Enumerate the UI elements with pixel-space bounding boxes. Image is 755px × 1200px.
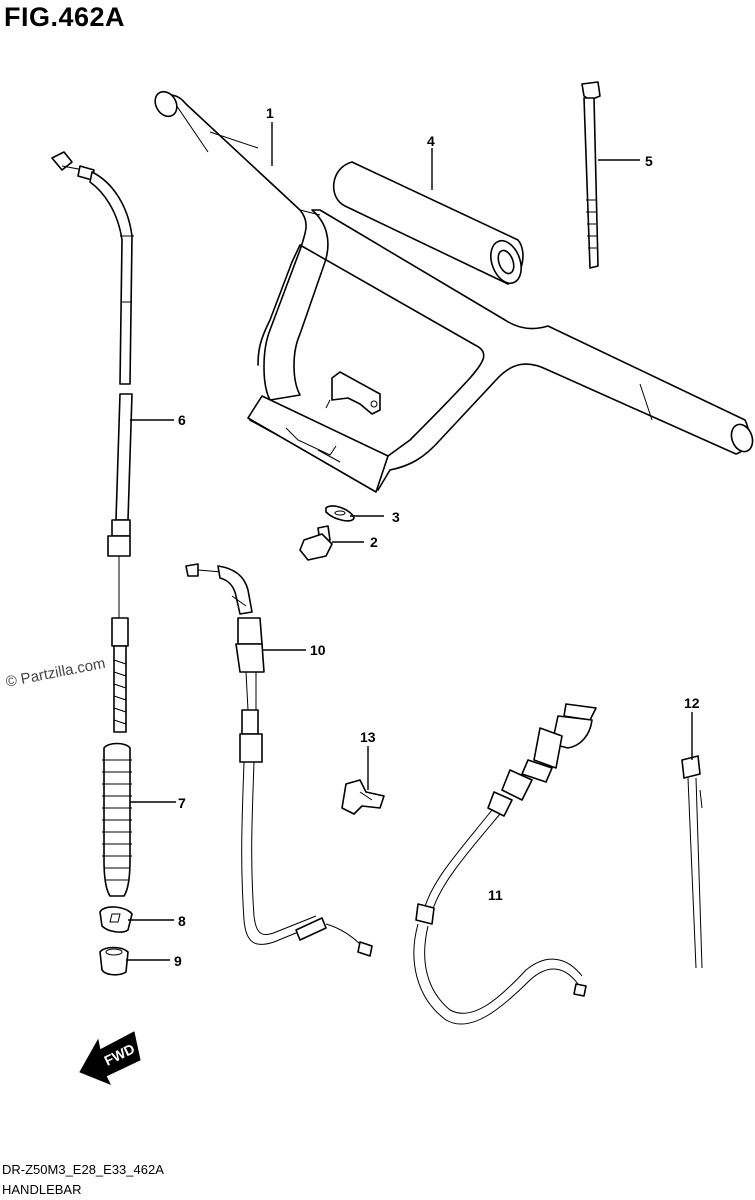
callout-1: 1 (266, 105, 274, 121)
callout-7: 7 (178, 795, 186, 811)
cable-6-part (51, 151, 134, 733)
fwd-arrow-icon: FWD (79, 1031, 141, 1085)
fitting-9-part (99, 946, 129, 976)
handlebar-part (154, 90, 754, 493)
callout-4: 4 (427, 133, 435, 149)
leader-lines (126, 122, 693, 961)
callout-6: 6 (178, 412, 186, 428)
rubber-boot-part (102, 742, 132, 897)
callout-13: 13 (360, 729, 376, 745)
callout-8: 8 (178, 913, 186, 929)
bolt-part (299, 525, 333, 561)
callout-2: 2 (370, 534, 378, 550)
figure-title: FIG.462A (4, 2, 126, 32)
callout-9: 9 (174, 953, 182, 969)
figure-code: DR-Z50M3_E28_E33_462A (2, 1162, 164, 1177)
cable-tie-part (581, 81, 601, 269)
callout-3: 3 (392, 509, 400, 525)
callout-12: 12 (684, 695, 700, 711)
callout-11: 11 (488, 887, 503, 903)
clip-13-part (341, 779, 385, 815)
figure-name: HANDLEBAR (2, 1182, 82, 1197)
grip-pad-part (332, 161, 524, 285)
washer-part (325, 505, 355, 522)
fitting-8-part (99, 906, 133, 933)
cable-10-part (185, 563, 373, 957)
callout-labels: 1 2 3 4 5 6 7 8 9 10 11 12 13 (174, 105, 700, 969)
cable-11-part (413, 703, 597, 1025)
long-cable-tie-part (681, 755, 703, 969)
callout-5: 5 (645, 153, 653, 169)
callout-10: 10 (310, 642, 326, 658)
